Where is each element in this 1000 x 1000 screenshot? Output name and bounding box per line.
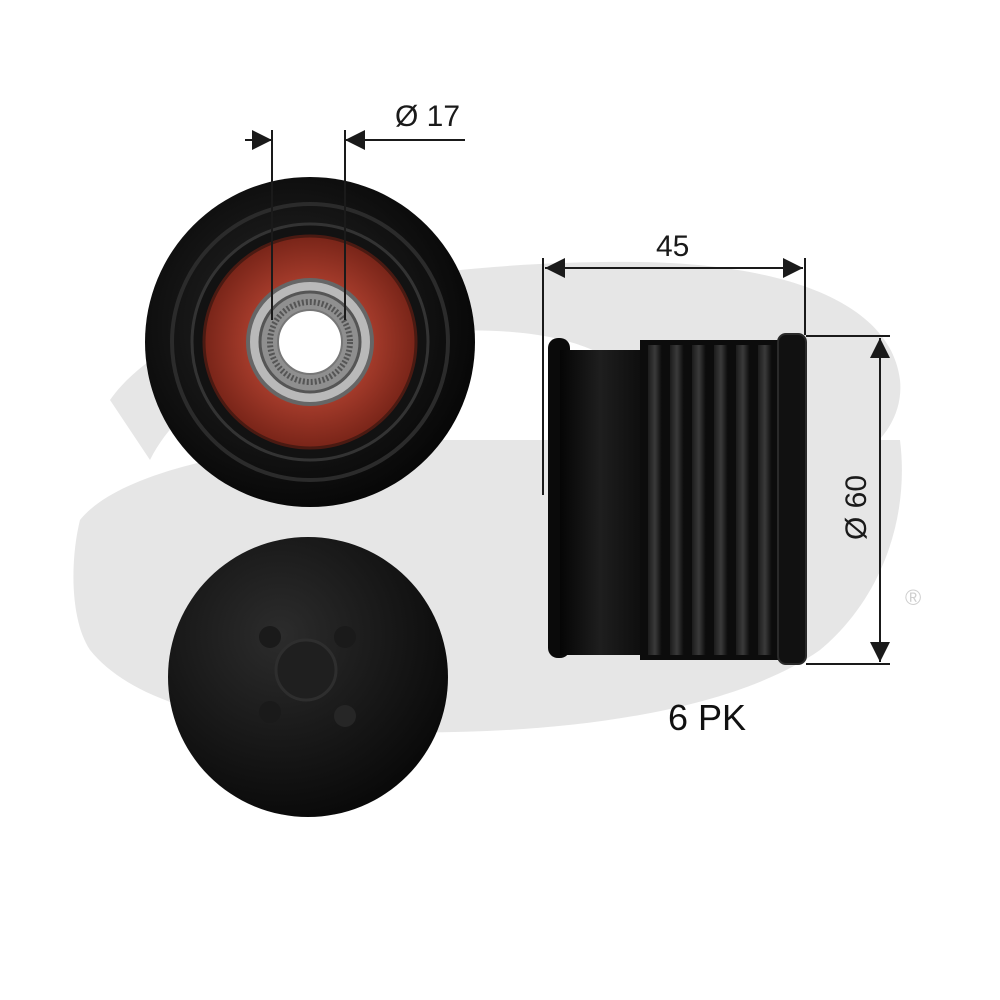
rear-cap-hole-3: [259, 701, 281, 723]
belt-profile-label: 6 PK: [668, 697, 746, 738]
rear-cap-hub: [274, 638, 338, 702]
side-end-flange: [777, 333, 807, 665]
bore-hole: [277, 309, 343, 375]
width-dimension: 45: [542, 230, 806, 495]
side-rib-6: [758, 345, 772, 655]
side-rib-5: [736, 345, 750, 655]
side-rib-4: [714, 345, 728, 655]
pulley-rear-view: [168, 537, 448, 817]
pulley-front-view: [145, 177, 475, 507]
width-label: 45: [656, 230, 689, 263]
outer-diameter-label: Ø 60: [840, 475, 873, 540]
rear-cap-hole-4: [334, 705, 356, 727]
pulley-outer-rim-ring: [170, 202, 450, 482]
side-rib-1: [648, 345, 662, 655]
bore-spline-ring: [267, 299, 353, 385]
pulley-side-view: [548, 333, 807, 665]
registered-symbol: ®: [905, 585, 921, 610]
rear-cap-hole-2: [334, 626, 356, 648]
bore-diameter-label: Ø 17: [395, 100, 460, 133]
bore-diameter-dimension: Ø 17: [245, 100, 465, 320]
side-ribbed-section: [640, 340, 780, 660]
side-rib-3: [692, 345, 706, 655]
rear-cap-hole-1: [259, 626, 281, 648]
outer-diameter-dimension: Ø 60: [806, 335, 890, 665]
side-rib-2: [670, 345, 684, 655]
